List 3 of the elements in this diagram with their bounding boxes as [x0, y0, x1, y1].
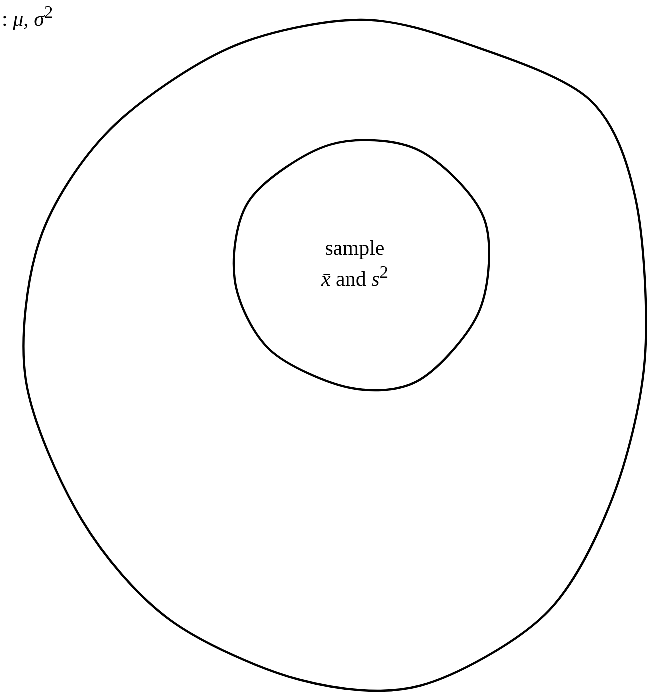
region-label: sample: [325, 236, 385, 262]
math-label: x̄ and s$^{2}$: [321, 262, 389, 292]
math-label: : μ, σ$^{2}$: [2, 2, 54, 32]
